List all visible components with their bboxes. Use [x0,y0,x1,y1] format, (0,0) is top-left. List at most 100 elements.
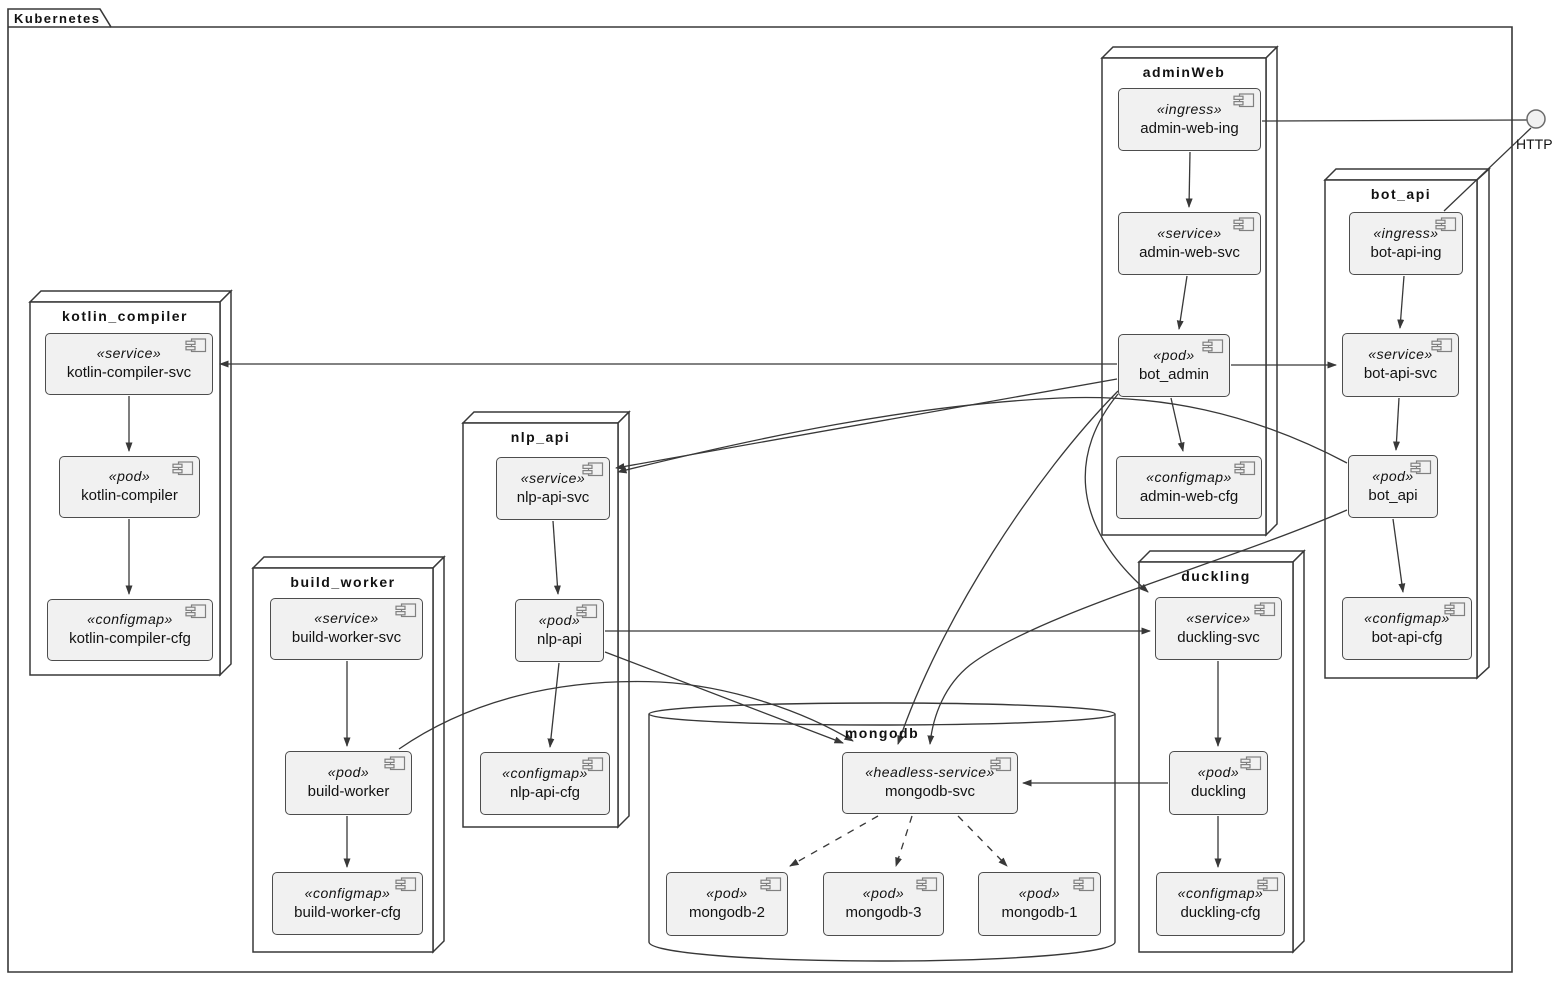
stereotype-label: «pod» [706,885,748,902]
component-name: bot_admin [1138,365,1210,383]
stereotype-label: «pod» [862,885,905,902]
node-title-build-worker: build_worker [290,574,396,590]
stereotype-label: «pod» [1197,764,1240,781]
stereotype-label: «service» [1186,609,1251,626]
component-icon [916,877,938,892]
component-icon [1257,877,1279,892]
component-icon [384,756,406,771]
component-name: mongodb-2 [689,904,765,922]
component-mongodb-3: «pod» mongodb-3 [823,872,944,936]
node-title-bot-api: bot_api [1370,186,1432,202]
component-bot-api-ing: «ingress» bot-api-ing [1349,212,1463,275]
component-name: bot_api [1368,486,1418,504]
component-name: mongodb-svc [884,783,976,801]
stereotype-label: «configmap» [304,884,391,901]
component-icon [172,461,194,476]
stereotype-label: «service» [1157,224,1222,241]
edge-bw-mongodb-svc [398,680,854,750]
component-bot-admin: «pod» bot_admin [1118,334,1230,397]
component-kotlin-compiler-pod: «pod» kotlin-compiler [59,456,200,518]
edge-admin-web-ing-http [1261,119,1528,122]
component-name: kotlin-compiler [81,487,178,505]
component-icon [760,877,782,892]
component-name: duckling-svc [1177,628,1260,646]
component-duckling-cfg: «configmap» duckling-cfg [1156,872,1285,936]
edge-mongodb-svc-pod1 [957,815,1008,867]
component-icon [1233,217,1255,232]
stereotype-label: «configmap» [87,611,173,628]
component-name: admin-web-svc [1139,243,1240,261]
component-icon [1431,338,1453,353]
component-icon [1444,602,1466,617]
node-title-kotlin-compiler: kotlin_compiler [62,308,188,324]
stereotype-label: «ingress» [1373,224,1439,241]
component-name: bot-api-ing [1370,243,1442,261]
component-icon [990,757,1012,772]
component-name: nlp-api-svc [516,488,590,506]
component-nlp-api-svc: «service» nlp-api-svc [496,457,610,520]
component-kotlin-compiler-cfg: «configmap» kotlin-compiler-cfg [47,599,213,661]
component-icon [582,462,604,477]
component-admin-web-cfg: «configmap» admin-web-cfg [1116,456,1262,519]
node-title-nlp-api: nlp_api [510,429,571,445]
stereotype-label: «service» [1368,346,1433,363]
component-build-worker-pod: «pod» build-worker [285,751,412,815]
component-mongodb-1: «pod» mongodb-1 [978,872,1101,936]
component-nlp-api-cfg: «configmap» nlp-api-cfg [480,752,610,815]
component-icon [395,877,417,892]
stereotype-label: «configmap» [1364,609,1450,626]
edge-mongodb-svc-pod2 [789,815,879,867]
component-icon [1234,461,1256,476]
edge-nlp-mongodb-svc [604,651,844,744]
component-icon [576,604,598,619]
http-interface-label: HTTP [1516,136,1553,152]
edge-bot-api-nlp-svc [617,396,1348,474]
component-name: bot-api-cfg [1371,628,1443,646]
component-icon [1233,93,1255,108]
component-name: build-worker-svc [291,629,402,647]
component-name: build-worker [307,783,390,801]
component-icon [1435,217,1457,232]
component-icon [1073,877,1095,892]
component-bot-api-svc: «service» bot-api-svc [1342,333,1459,397]
component-name: nlp-api [536,630,583,648]
http-interface-circle [1526,109,1546,129]
stereotype-label: «pod» [108,468,151,485]
stereotype-label: «headless-service» [865,764,995,781]
edge-bot-admin-cfg [1170,397,1185,452]
stereotype-label: «configmap» [1177,885,1264,902]
kubernetes-frame [7,8,1513,973]
edge-admin-web-svc-pod [1176,275,1188,330]
edge-http-bot-api-ing [1443,127,1532,212]
component-name: duckling-cfg [1180,904,1261,922]
edge-bot-api-svc-pod [1392,397,1400,451]
component-icon [1254,602,1276,617]
edge-bot-admin-duckling-svc [1084,393,1149,593]
component-icon [395,603,417,618]
component-nlp-api-pod: «pod» nlp-api [515,599,604,662]
stereotype-label: «service» [314,610,379,627]
stereotype-label: «pod» [1372,467,1414,484]
component-name: duckling [1190,783,1247,801]
edge-nlp-pod-cfg [547,662,560,748]
component-name: build-worker-cfg [294,903,401,921]
edge-bot-api-pod-cfg [1392,518,1406,593]
stereotype-label: «pod» [1153,346,1195,363]
component-name: mongodb-3 [845,904,922,922]
component-bot-api-pod: «pod» bot_api [1348,455,1438,518]
edge-bot-admin-mongodb-svc [897,390,1119,745]
component-bot-api-cfg: «configmap» bot-api-cfg [1342,597,1472,660]
component-admin-web-ing: «ingress» admin-web-ing [1118,88,1261,151]
component-mongodb-svc: «headless-service» mongodb-svc [842,752,1018,814]
component-duckling-svc: «service» duckling-svc [1155,597,1282,660]
stereotype-label: «configmap» [1146,468,1232,485]
component-icon [185,604,207,619]
edge-mongodb-svc-pod3 [895,815,913,867]
component-name: kotlin-compiler-cfg [69,630,191,648]
stereotype-label: «pod» [538,611,581,628]
edge-admin-web-ing-svc [1185,151,1193,208]
stereotype-label: «service» [520,469,586,486]
component-name: mongodb-1 [1001,904,1078,922]
node-title-adminweb: adminWeb [1142,64,1226,80]
